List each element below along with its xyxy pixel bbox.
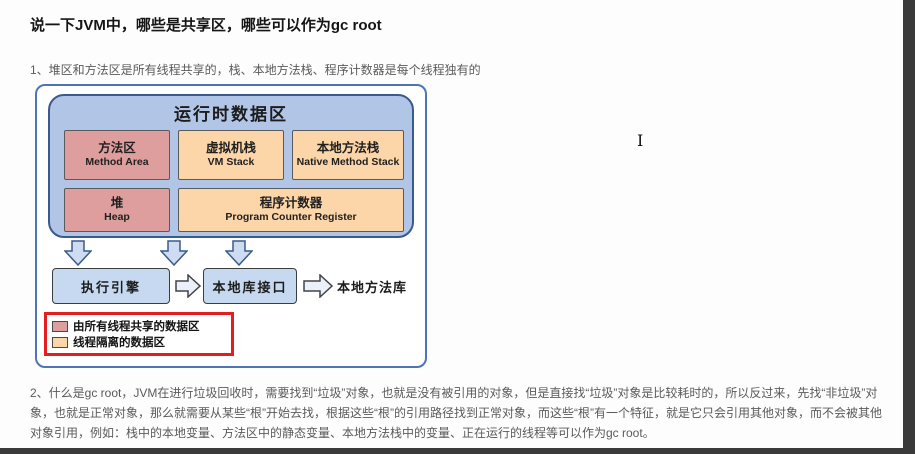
window-edge-bottom [0,448,915,454]
native-method-stack-box: 本地方法栈 Native Method Stack [292,130,404,180]
isolated-color-swatch [52,336,68,348]
legend-highlight-box: 由所有线程共享的数据区 线程隔离的数据区 [44,312,234,356]
heap-label-zh: 堆 [110,196,124,211]
right-arrow-icon [303,274,333,298]
legend-label-isolated: 线程隔离的数据区 [73,337,165,349]
paragraph-shared-areas: 1、堆区和方法区是所有线程共享的，栈、本地方法栈、程序计数器是每个线程独有的 [30,63,481,77]
legend-item-shared: 由所有线程共享的数据区 [52,318,226,334]
down-arrow-icon [64,240,92,266]
right-arrow-icon [175,274,201,298]
method-area-label-zh: 方法区 [98,141,136,156]
pc-register-label-zh: 程序计数器 [259,196,323,211]
pc-register-label-en: Program Counter Register [225,211,357,224]
runtime-area-title: 运行时数据区 [174,105,288,125]
vm-stack-label-zh: 虚拟机栈 [205,141,256,156]
shared-color-swatch [52,320,68,332]
vm-stack-label-en: VM Stack [207,156,255,169]
native-stack-label-en: Native Method Stack [296,156,400,169]
native-interface-box: 本地库接口 [203,268,297,304]
native-library-label: 本地方法库 [337,280,408,295]
method-area-box: 方法区 Method Area [64,130,170,180]
paragraph-gc-root: 2、什么是gc root，JVM在进行垃圾回收时，需要找到“垃圾”对象，也就是没… [30,386,882,440]
jvm-runtime-diagram: 运行时数据区 方法区 Method Area 虚拟机栈 VM Stack 本地方… [35,84,427,368]
text-cursor: I [637,131,644,150]
method-area-label-en: Method Area [85,156,149,169]
page-title: 说一下JVM中，哪些是共享区，哪些可以作为gc root [30,17,382,34]
down-arrow-icon [160,240,188,266]
runtime-data-area: 运行时数据区 方法区 Method Area 虚拟机栈 VM Stack 本地方… [48,94,414,238]
window-edge-right [903,0,915,454]
pc-register-box: 程序计数器 Program Counter Register [178,188,404,232]
vm-stack-box: 虚拟机栈 VM Stack [178,130,284,180]
down-arrow-icon [225,240,253,266]
native-stack-label-zh: 本地方法栈 [316,141,380,156]
execution-engine-box: 执行引擎 [52,268,170,304]
heap-label-en: Heap [104,211,130,224]
legend-label-shared: 由所有线程共享的数据区 [73,321,200,333]
heap-box: 堆 Heap [64,188,170,232]
legend-item-isolated: 线程隔离的数据区 [52,334,226,350]
